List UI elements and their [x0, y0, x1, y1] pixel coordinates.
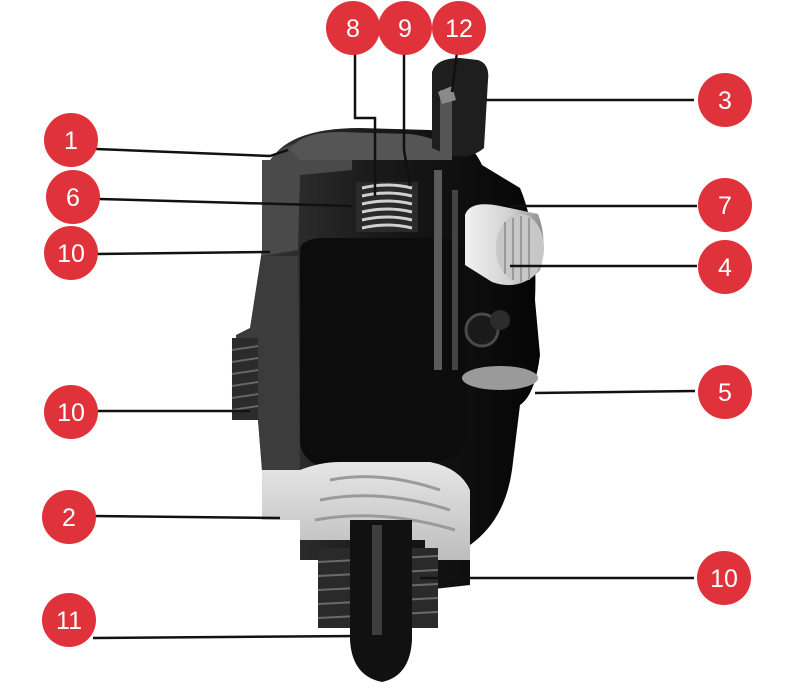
callout-circle: [44, 226, 98, 280]
callout-badge-c1: 1: [44, 113, 98, 167]
callout-circle: [698, 178, 752, 232]
callout-circle: [698, 73, 752, 127]
callout-circle: [698, 365, 752, 419]
leader-lines: [92, 51, 697, 640]
callout-number: 7: [718, 192, 732, 220]
callout-badge-c7: 7: [698, 178, 752, 232]
spring: [356, 182, 418, 232]
callout-badge-c12: 12: [432, 1, 486, 55]
stem-rod: [434, 170, 442, 370]
callout-circle: [432, 1, 486, 55]
vent-cap-inner: [440, 90, 452, 160]
callout-badge-c10b: 10: [44, 385, 98, 439]
callout-number: 12: [445, 15, 473, 43]
inlet-ribs: [314, 475, 456, 532]
fitting-bolt: [464, 312, 500, 348]
callout-number: 5: [718, 379, 732, 407]
callout-circle: [698, 240, 752, 294]
callout-badge-c10a: 10: [44, 226, 98, 280]
callout-badge-c5: 5: [698, 365, 752, 419]
valve-body-section: [262, 137, 352, 256]
stem-rod-2: [452, 190, 458, 370]
callout-number: 6: [66, 184, 80, 212]
leader-11: [92, 634, 361, 640]
float-chamber: [300, 238, 466, 470]
callout-number: 1: [64, 127, 78, 155]
callout-badge-c8: 8: [326, 1, 380, 55]
callout-circle: [326, 1, 380, 55]
leader-2: [93, 514, 281, 520]
callout-number: 4: [718, 254, 732, 282]
callout-circle: [44, 385, 98, 439]
callout-number: 9: [398, 15, 412, 43]
leader-1: [95, 147, 289, 158]
callout-badge-c11: 11: [42, 593, 96, 647]
callout-number: 2: [62, 504, 76, 532]
callout-number: 10: [57, 240, 85, 268]
callout-circle: [697, 551, 751, 605]
callout-number: 3: [718, 87, 732, 115]
valve-illustration: [231, 58, 544, 682]
fitting-bolt-2: [490, 310, 510, 330]
cap-rim: [290, 132, 450, 160]
callout-circle: [44, 113, 98, 167]
callout-badges: 1 6 10 10 2 11 8 9 12 3 7 4 5 10: [42, 1, 752, 647]
leader-9: [402, 52, 412, 187]
callout-circle: [378, 1, 432, 55]
callout-circle: [42, 593, 96, 647]
leader-6: [98, 197, 353, 208]
side-ring: [462, 366, 538, 390]
callout-number: 11: [56, 607, 82, 635]
callout-number: 10: [57, 399, 85, 427]
leader-5: [534, 389, 696, 395]
callout-badge-c6: 6: [46, 170, 100, 224]
callout-badge-c3: 3: [698, 73, 752, 127]
callout-badge-c4: 4: [698, 240, 752, 294]
callout-circle: [46, 170, 100, 224]
leader-8: [353, 52, 377, 196]
callout-badge-c2: 2: [42, 490, 96, 544]
inlet-cavity: [262, 462, 470, 560]
inlet-tube-highlight: [372, 525, 382, 635]
left-threads: [231, 338, 259, 420]
callout-badge-c10c: 10: [697, 551, 751, 605]
callout-number: 10: [710, 565, 738, 593]
leader-10a: [95, 250, 271, 256]
callout-number: 8: [346, 15, 360, 43]
callout-badge-c9: 9: [378, 1, 432, 55]
callout-circle: [42, 490, 96, 544]
leader-12: [450, 51, 459, 93]
